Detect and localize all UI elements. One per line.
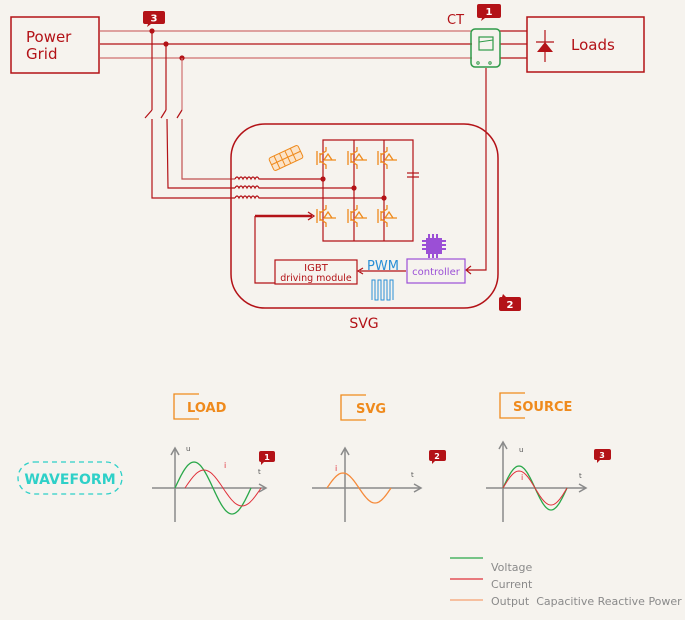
waveform-panel-load: u t i 1 (152, 445, 275, 522)
output-curve (326, 472, 392, 504)
loads-box (526, 16, 645, 73)
feeder-b (166, 118, 235, 189)
dc-bus (322, 139, 414, 242)
badge-1 (259, 451, 275, 462)
svg-feeders (144, 28, 235, 199)
igbt-icon (347, 205, 367, 227)
loads-label: Loads (571, 36, 615, 54)
inductors (234, 176, 383, 200)
y-axis-label: u (519, 446, 523, 454)
arrow-icon (465, 265, 472, 275)
ct-icon (470, 28, 501, 68)
svg-text:3: 3 (599, 451, 605, 460)
inductor-icon (234, 176, 322, 181)
igbt-switches (316, 147, 397, 227)
svg-label: SVG (349, 316, 378, 332)
pwm-label: PWM (367, 259, 399, 274)
igbt-icon (347, 147, 367, 169)
igbt-icon (377, 205, 397, 227)
badge-2: 2 (499, 294, 521, 311)
igbt-icon (316, 147, 336, 169)
controller-label: controller (412, 267, 461, 278)
current-label: i (335, 464, 337, 473)
waveform-panel-source: u t i 3 (486, 440, 611, 522)
svg-text:3: 3 (151, 14, 158, 25)
x-axis-label: t (411, 471, 414, 479)
pwm-wave-icon (371, 279, 394, 301)
waveform-label: WAVEFORM (24, 472, 115, 488)
arrow-icon (307, 211, 316, 221)
switch-a (144, 109, 153, 119)
igbt-label-2: driving module (280, 273, 352, 284)
svg-text:2: 2 (434, 452, 440, 461)
switch-b (160, 109, 167, 119)
voltage-curve (174, 461, 252, 515)
current-curve (502, 470, 568, 506)
waveform-pill (17, 461, 123, 495)
y-axis-label: u (186, 445, 190, 453)
current-label: i (521, 473, 523, 482)
svg-text:2: 2 (507, 300, 514, 311)
current-curve (184, 469, 262, 507)
badge-3 (594, 449, 611, 460)
legend-label-output: Output Capacitive Reactive Power (491, 595, 682, 608)
power-grid-label-1: Power (26, 28, 72, 46)
igbt-module-icon (268, 145, 304, 171)
badge-2 (429, 450, 446, 461)
power-grid-box (10, 16, 100, 74)
panel-title-svg: SVG (340, 394, 386, 421)
panel-title-load: LOAD (173, 393, 227, 420)
svg-text:LOAD: LOAD (187, 401, 227, 416)
legend: Voltage Current Output Capacitive Reacti… (450, 557, 682, 608)
svg-text:SVG: SVG (356, 402, 386, 417)
svg-enclosure (230, 123, 499, 309)
three-phase-lines (100, 30, 527, 59)
igbt-icon (316, 205, 336, 227)
feeder-c (181, 119, 235, 180)
svg-text:1: 1 (264, 453, 270, 462)
chip-icon (422, 234, 446, 258)
x-axis-label: t (579, 472, 582, 480)
badge-3: 3 (143, 11, 165, 27)
legend-label-voltage: Voltage (491, 561, 532, 574)
svg-text:1: 1 (486, 7, 493, 18)
badge-1 (477, 4, 501, 18)
controller-box (406, 258, 466, 284)
feeder-a (151, 119, 235, 199)
inductor-icon (234, 185, 353, 190)
igbt-label-1: IGBT (304, 263, 329, 274)
inductor-icon (234, 195, 383, 200)
current-label: i (224, 461, 226, 470)
x-axis-label: t (258, 468, 261, 476)
power-grid-label-2: Grid (26, 45, 57, 63)
igbt-bridge (320, 139, 419, 242)
ct-label: CT (447, 13, 464, 28)
waveform-panel-svg: i t 2 (312, 446, 446, 522)
igbt-icon (377, 147, 397, 169)
panel-title-source: SOURCE (499, 392, 572, 419)
drive-signal (254, 211, 406, 284)
igbt-driving-module-box (274, 259, 358, 285)
ct-block: CT 1 (447, 4, 501, 68)
arrow-icon (356, 267, 364, 275)
ct-feedback-line (467, 68, 487, 271)
loads-block: Loads (526, 16, 645, 73)
legend-label-current: Current (491, 578, 533, 591)
power-grid-block: Power Grid (10, 16, 100, 74)
switch-c (176, 109, 183, 119)
svg-text:SOURCE: SOURCE (513, 400, 572, 415)
